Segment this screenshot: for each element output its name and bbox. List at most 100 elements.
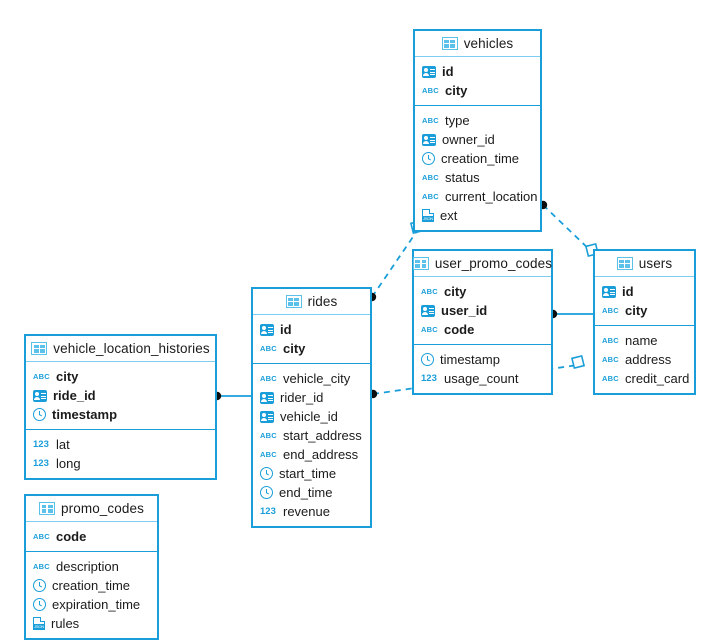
abc-string-icon: ABC bbox=[602, 306, 619, 315]
column-row[interactable]: JSON rules bbox=[26, 614, 157, 633]
column-name: rules bbox=[51, 616, 80, 631]
column-name: address bbox=[625, 352, 672, 367]
abc-string-icon: ABC bbox=[33, 562, 50, 571]
table-title: vehicles bbox=[463, 36, 514, 51]
clock-timestamp-icon bbox=[422, 152, 435, 165]
abc-string-icon: ABC bbox=[260, 450, 277, 459]
column-row[interactable]: ABC city bbox=[414, 282, 551, 301]
column-row[interactable]: start_time bbox=[253, 464, 370, 483]
json-document-icon: JSON bbox=[33, 616, 46, 630]
uuid-idcard-icon bbox=[422, 66, 436, 78]
column-row[interactable]: vehicle_id bbox=[253, 407, 370, 426]
column-name: status bbox=[445, 170, 480, 185]
column-row[interactable]: rider_id bbox=[253, 388, 370, 407]
column-row[interactable]: ABC status bbox=[415, 168, 540, 187]
json-document-icon: JSON bbox=[422, 208, 435, 222]
column-row[interactable]: timestamp bbox=[26, 405, 215, 424]
column-name: ride_id bbox=[53, 388, 96, 403]
column-name: city bbox=[444, 284, 467, 299]
table-title: vehicle_location_histories bbox=[53, 341, 210, 356]
column-row[interactable]: ABC name bbox=[595, 331, 694, 350]
column-row[interactable]: id bbox=[595, 282, 694, 301]
relationship-rel-upc-users[interactable] bbox=[548, 309, 593, 319]
relationship-line bbox=[371, 230, 418, 298]
column-name: usage_count bbox=[444, 371, 519, 386]
column-row[interactable]: creation_time bbox=[26, 576, 157, 595]
abc-string-icon: ABC bbox=[602, 336, 619, 345]
table-header[interactable]: vehicles bbox=[415, 31, 540, 57]
column-name: city bbox=[445, 83, 468, 98]
column-row[interactable]: ride_id bbox=[26, 386, 215, 405]
column-row[interactable]: end_time bbox=[253, 483, 370, 502]
table-grid-icon bbox=[285, 295, 302, 308]
abc-string-icon: ABC bbox=[260, 374, 277, 383]
column-name: end_time bbox=[279, 485, 333, 500]
table-header[interactable]: vehicle_location_histories bbox=[26, 336, 215, 362]
column-name: name bbox=[625, 333, 658, 348]
column-row[interactable]: id bbox=[253, 320, 370, 339]
abc-string-icon: ABC bbox=[421, 287, 438, 296]
abc-string-icon: ABC bbox=[602, 374, 619, 383]
column-row[interactable]: user_id bbox=[414, 301, 551, 320]
clock-timestamp-icon bbox=[33, 598, 46, 611]
column-name: timestamp bbox=[440, 352, 500, 367]
column-name: expiration_time bbox=[52, 597, 141, 612]
table-title: user_promo_codes bbox=[434, 256, 553, 271]
table-header[interactable]: user_promo_codes bbox=[412, 251, 553, 277]
abc-string-icon: ABC bbox=[260, 431, 277, 440]
abc-string-icon: ABC bbox=[422, 173, 439, 182]
clock-timestamp-icon bbox=[33, 408, 46, 421]
column-row[interactable]: 123 revenue bbox=[253, 502, 370, 521]
column-name: revenue bbox=[283, 504, 330, 519]
column-row[interactable]: owner_id bbox=[415, 130, 540, 149]
relationship-rel-vehicles-users[interactable] bbox=[538, 200, 600, 258]
column-row[interactable]: creation_time bbox=[415, 149, 540, 168]
column-row[interactable]: JSON ext bbox=[415, 206, 540, 225]
123-number-icon: 123 bbox=[260, 506, 276, 517]
relationship-rel-vlh-rides[interactable] bbox=[212, 391, 251, 401]
column-name: id bbox=[442, 64, 454, 79]
column-name: owner_id bbox=[442, 132, 495, 147]
table-header[interactable]: promo_codes bbox=[26, 496, 157, 522]
column-name: id bbox=[280, 322, 292, 337]
column-name: city bbox=[625, 303, 648, 318]
column-name: ext bbox=[440, 208, 458, 223]
column-row[interactable]: id bbox=[415, 62, 540, 81]
column-row[interactable]: expiration_time bbox=[26, 595, 157, 614]
column-row[interactable]: ABC city bbox=[595, 301, 694, 320]
table-header[interactable]: users bbox=[595, 251, 694, 277]
uuid-idcard-icon bbox=[422, 134, 436, 146]
table-header[interactable]: rides bbox=[253, 289, 370, 315]
abc-string-icon: ABC bbox=[421, 325, 438, 334]
column-row[interactable]: timestamp bbox=[414, 350, 551, 369]
